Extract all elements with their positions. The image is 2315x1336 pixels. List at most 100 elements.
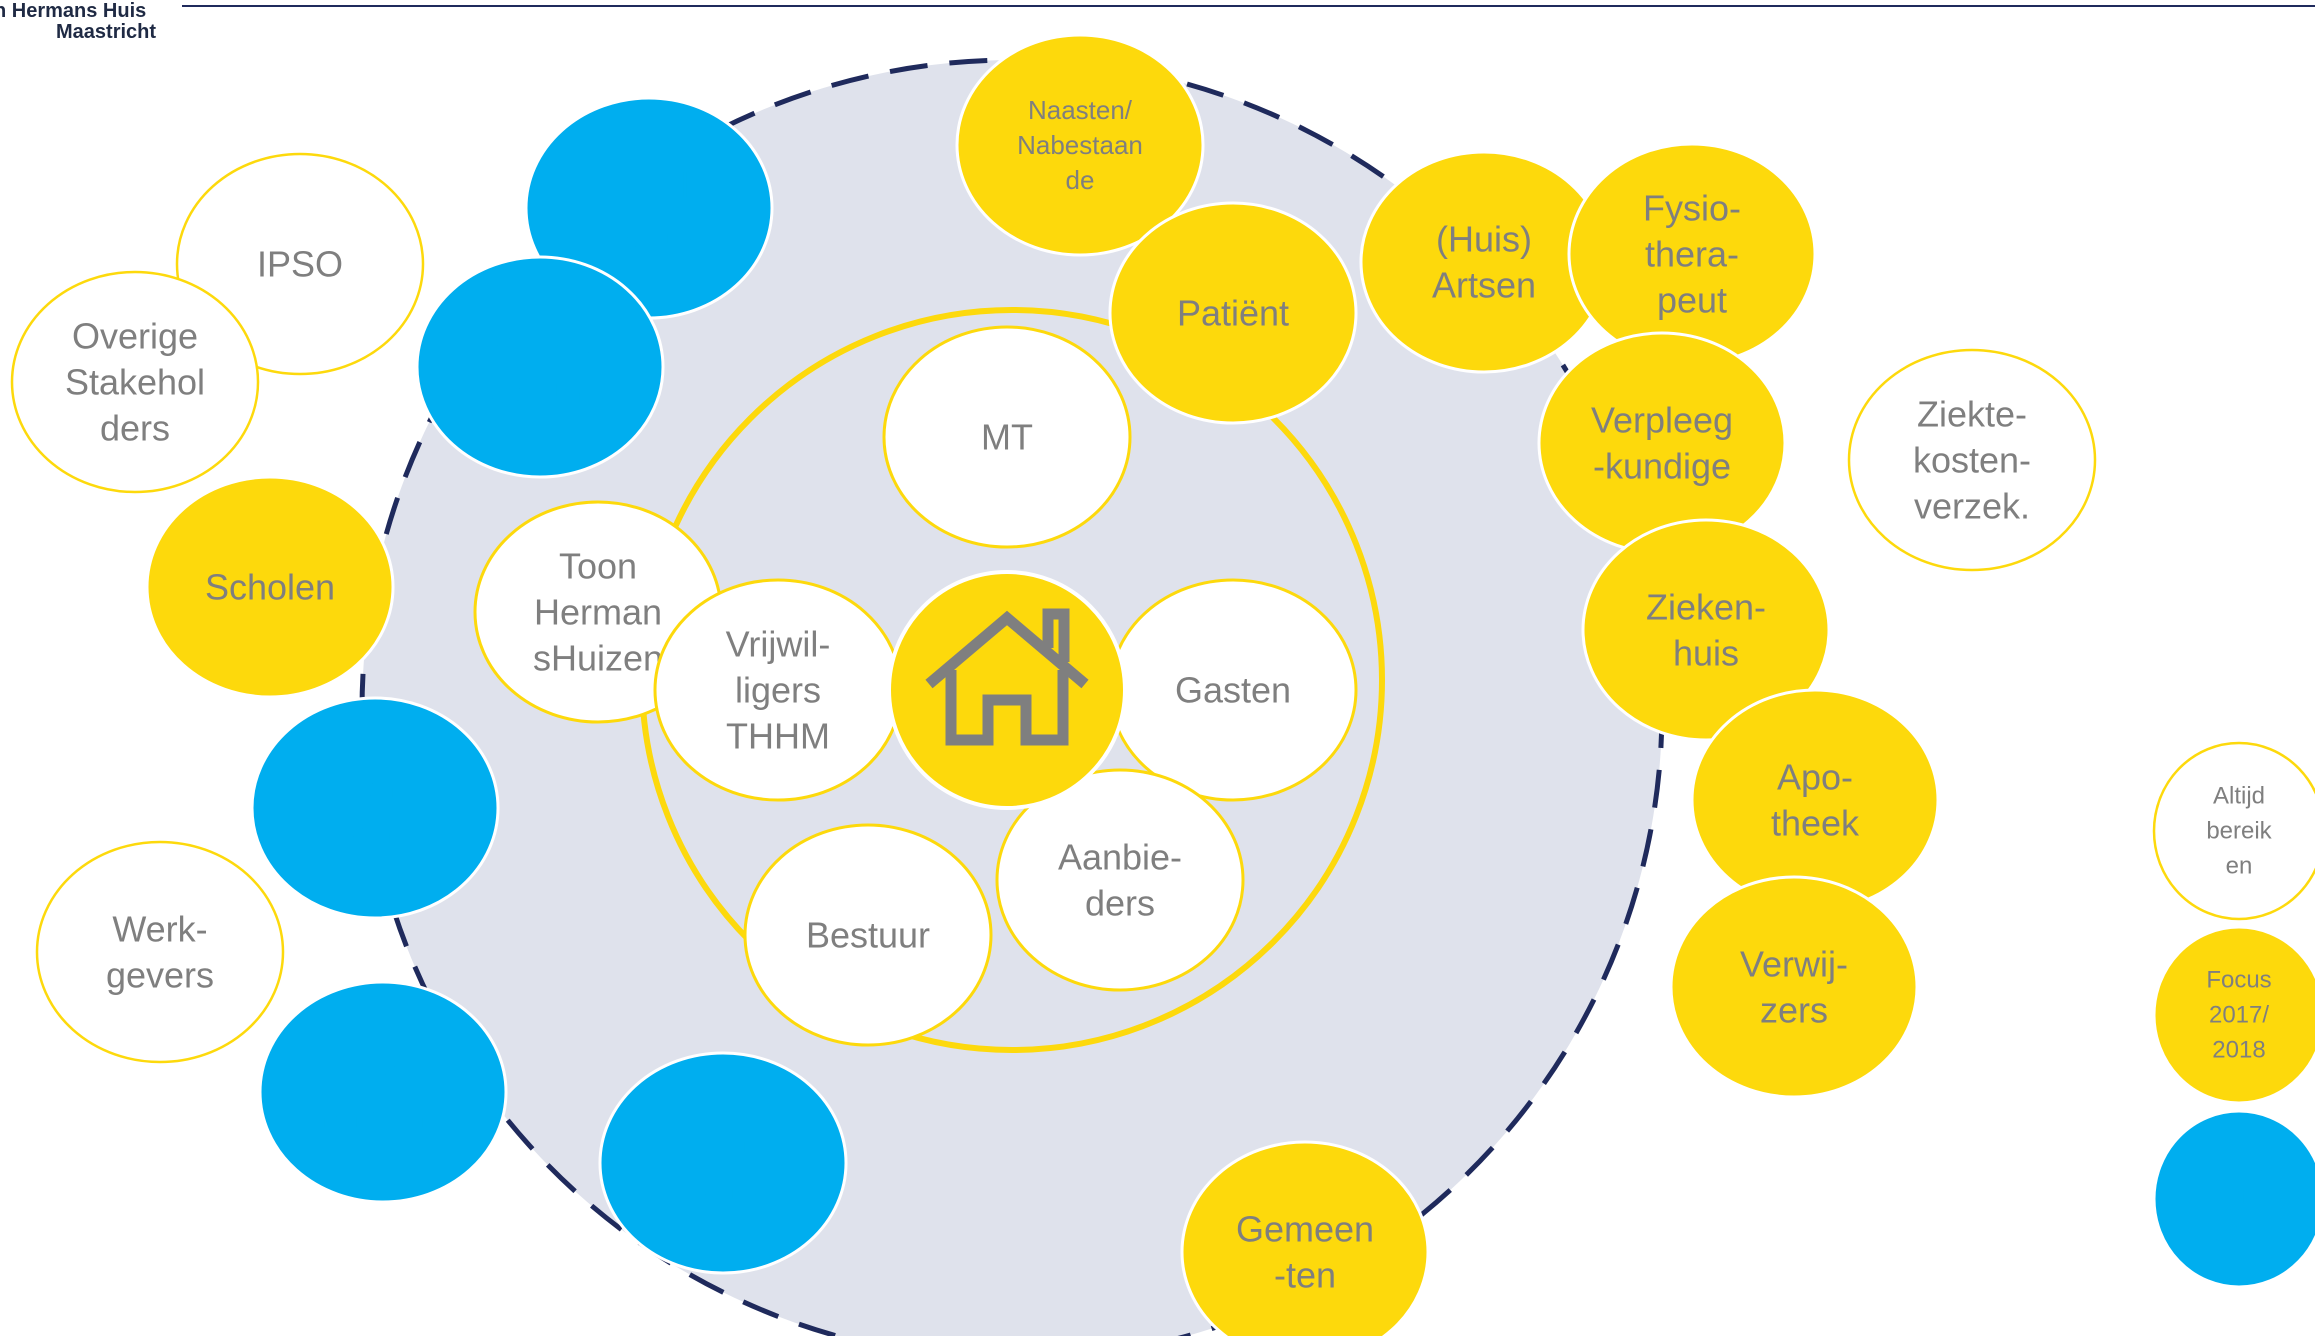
bubble-focus-2019-2020-shape (2152, 1109, 2315, 1289)
bubble-ambassadeurs-label-0: Ambas- (478, 324, 602, 365)
bubble-overige-stakeholders-shape (10, 270, 260, 494)
bubble-toon-hermanshuizen-label-2: sHuizen (533, 638, 663, 679)
bubble-verwijzers-label-0: Verwij- (1740, 944, 1848, 985)
bubble-aanbieders-label-0: Aanbie- (1058, 837, 1182, 878)
bubble-bedrijven-label-0: Bedrij- (323, 765, 427, 806)
bubble-mt-label-0: MT (981, 417, 1033, 458)
bubble-ziektekostenverzek-label-0: Ziekte- (1917, 394, 2027, 435)
bubble-ziektekostenverzek-label-2: verzek. (1914, 486, 2030, 527)
bubble-ambassadeurs-label-1: sadeurs (476, 370, 604, 411)
bubble-focus-2017-2018-label-0: Focus (2206, 967, 2271, 994)
bubble-leveranciers-shape (258, 980, 508, 1204)
bubble-altijd-bereiken-label-2: en (2226, 853, 2253, 880)
bubble-bedrijven: Bedrij-ven (250, 696, 500, 920)
bubble-toon-hermanshuizen-label-1: Herman (534, 592, 662, 633)
bubble-verpleegkundige-label-0: Verpleeg (1591, 400, 1733, 441)
logo-line-1: n Hermans Huis (0, 0, 147, 22)
bubble-bestuur: Bestuur (743, 823, 993, 1047)
bubble-ipso: IPSO (175, 152, 425, 376)
center-house (887, 570, 1127, 810)
bubble-apotheek: Apo-theek (1690, 688, 1940, 912)
bubble-ziekenhuis-shape (1581, 518, 1831, 742)
bubble-huisartsen-label-0: (Huis) (1436, 219, 1532, 260)
bubble-apotheek-label-0: Apo- (1777, 757, 1853, 798)
bubble-bedrijven-shape (250, 696, 500, 920)
bubble-focus-2017-2018-label-2: 2018 (2212, 1037, 2265, 1064)
bubble-fysiotherapeut-label-0: Fysio- (1643, 188, 1741, 229)
bubble-naasten-label-2: de (1066, 165, 1095, 195)
bubble-ziektekostenverzek-label-1: kosten- (1913, 440, 2031, 481)
bubble-vrijwilligers-thhm-label-0: Vrijwil- (726, 624, 831, 665)
bubble-sponsors: Spon-sors (598, 1051, 848, 1275)
bubble-werkgevers-label-0: Werk- (112, 909, 207, 950)
bubble-verpleegkundige-label-1: -kundige (1593, 446, 1731, 487)
bubble-gemeenten-shape (1180, 1140, 1430, 1336)
bubble-bestuur-shape (743, 823, 993, 1047)
bubble-leveranciers: Leve-ranciers (258, 980, 508, 1204)
bubble-scholen-label-0: Scholen (205, 567, 335, 608)
bubble-altijd-bereiken-label-0: Altijd (2213, 783, 2265, 810)
bubble-naasten-label-0: Naasten/ (1028, 95, 1133, 125)
bubble-werkgevers: Werk-gevers (35, 840, 285, 1064)
bubble-sponsors-shape (598, 1051, 848, 1275)
bubble-gemeenten: Gemeen -ten (1180, 1140, 1430, 1336)
bubble-naasten-label-1: Nabestaan (1017, 130, 1143, 160)
bubble-ipso-label-0: IPSO (257, 244, 343, 285)
bubble-huisartsen: (Huis) Artsen (1359, 150, 1609, 374)
bubble-focus-2019-2020-label-1: 2019/ (2209, 1186, 2269, 1213)
bubble-vrijwilligers-thhm-label-1: ligers (735, 670, 821, 711)
bubble-focus-2017-2018-label-1: 2017/ (2209, 1002, 2269, 1029)
bubble-sponsors-label-1: sors (689, 1166, 757, 1207)
bubble-gemeenten-label-1: -ten (1274, 1255, 1336, 1296)
bubble-fysiotherapeut-label-1: thera- (1645, 234, 1739, 275)
bubble-focus-2019-2020: Focus 2019/2020 (2152, 1109, 2315, 1289)
bubble-bedrijven-label-1: ven (346, 811, 404, 852)
bubble-mt-shape (882, 325, 1132, 549)
bubble-aanbieders-shape (995, 768, 1245, 992)
bubble-focus-2019-2020-label-0: Focus (2206, 1151, 2271, 1178)
bubble-werkgevers-label-1: gevers (106, 955, 214, 996)
bubble-vrijwilligers-blue-label-0: Vrijwil- (597, 165, 702, 206)
bubble-gemeenten-label-0: Gemeen (1236, 1209, 1374, 1250)
bubble-bestuur-label-0: Bestuur (806, 915, 930, 956)
bubble-ziektekostenverzek: Ziekte-kosten-verzek. (1847, 348, 2097, 572)
bubble-patient: Patiënt (1108, 201, 1358, 425)
bubble-werkgevers-shape (35, 840, 285, 1064)
bubble-verwijzers: Verwij-zers (1669, 875, 1919, 1099)
bubble-leveranciers-label-1: ranciers (319, 1095, 447, 1136)
bubble-naasten: Naasten/Nabestaan de (955, 33, 1205, 257)
bubble-patient-label-0: Patiënt (1177, 293, 1289, 334)
bubble-fysiotherapeut-label-2: peut (1657, 280, 1727, 321)
bubble-leveranciers-label-0: Leve- (338, 1049, 428, 1090)
bubble-ipso-shape (175, 152, 425, 376)
bubble-verwijzers-label-1: zers (1760, 990, 1828, 1031)
bubble-apotheek-shape (1690, 688, 1940, 912)
bubble-layer: Naasten/NabestaandeVrijwil-ligersAmbas-s… (10, 33, 2097, 1336)
bubble-scholen-shape (145, 475, 395, 699)
bubble-focus-2017-2018: Focus 2017/2018 (2152, 925, 2315, 1105)
bubble-apotheek-label-1: theek (1771, 803, 1860, 844)
bubble-ziektekostenverzek-shape (1847, 348, 2097, 572)
bubble-overige-stakeholders-label-2: ders (100, 408, 170, 449)
bubble-verwijzers-shape (1669, 875, 1919, 1099)
bubble-mt: MT (882, 325, 1132, 549)
bubble-ziekenhuis-label-0: Zieken- (1646, 587, 1766, 628)
bubble-huisartsen-label-1: Artsen (1432, 265, 1536, 306)
bubble-focus-2019-2020-label-2: 2020 (2212, 1221, 2265, 1248)
bubble-scholen: Scholen (145, 475, 395, 699)
bubble-verpleegkundige-shape (1537, 331, 1787, 555)
bubble-vrijwilligers-blue-label-1: ligers (606, 211, 692, 252)
bubble-overige-stakeholders-label-1: Stakehol (65, 362, 205, 403)
bubble-focus-2017-2018-shape (2152, 925, 2315, 1105)
bubble-patient-shape (1108, 201, 1358, 425)
bubble-ambassadeurs: Ambas-sadeurs (415, 255, 665, 479)
bubble-overige-stakeholders-label-0: Overige (72, 316, 198, 357)
bubble-ziekenhuis: Zieken-huis (1581, 518, 1831, 742)
bubble-sponsors-label-0: Spon- (675, 1120, 771, 1161)
bubble-vrijwilligers-blue: Vrijwil-ligers (524, 96, 774, 320)
legend: AltijdbereikenFocus2017/2018Focus2019/20… (2152, 741, 2315, 1289)
bubble-altijd-bereiken-shape (2152, 741, 2315, 921)
